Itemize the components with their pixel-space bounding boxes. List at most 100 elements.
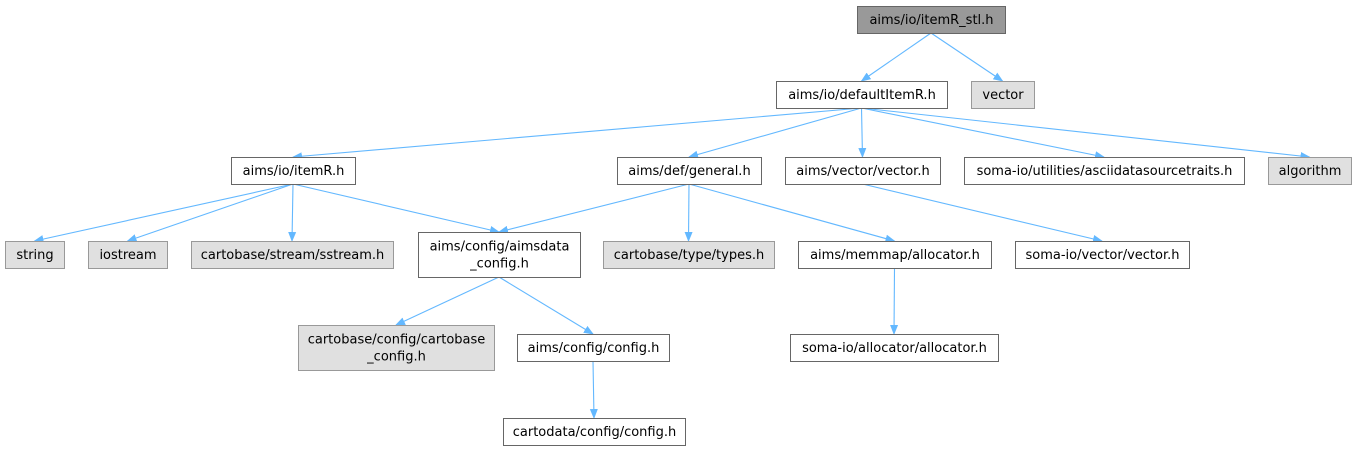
edge-itemR-to-string [33, 183, 294, 243]
edge-general-to-memmap_allocator [688, 183, 896, 243]
node-label: aims/vector/vector.h [796, 164, 929, 179]
node-aims_vector[interactable]: aims/vector/vector.h [785, 157, 941, 185]
node-box [964, 157, 1245, 185]
node-label: aims/config/aimsdata [430, 240, 570, 255]
edge-arrow [292, 107, 862, 161]
node-somaio_allocator[interactable]: soma-io/allocator/allocator.h [790, 334, 999, 362]
node-box [785, 157, 941, 185]
edge-itemR_stl-to-defaultItemR [860, 32, 932, 82]
edge-arrow [930, 32, 1004, 82]
node-label: _config.h [469, 257, 529, 272]
edge-defaultItemR-to-general [688, 107, 862, 159]
node-itemR_stl: aims/io/itemR_stl.h [857, 6, 1006, 34]
node-label: cartobase/config/cartobase [308, 333, 486, 348]
node-label: string [16, 248, 53, 263]
node-label: cartodata/config/config.h [513, 425, 676, 440]
edge-itemR_stl-to-vector_std [930, 32, 1004, 82]
node-label: aims/io/itemR_stl.h [869, 13, 993, 28]
node-string: string [5, 241, 65, 269]
node-label: soma-io/vector/vector.h [1025, 248, 1179, 263]
node-general[interactable]: aims/def/general.h [617, 157, 762, 185]
node-label: cartobase/type/types.h [614, 248, 764, 263]
edge-aims_vector-to-somaio_vector [862, 183, 1103, 243]
node-label: soma-io/allocator/allocator.h [802, 341, 987, 356]
node-somaio_vector[interactable]: soma-io/vector/vector.h [1015, 241, 1190, 269]
node-box [1268, 157, 1352, 185]
edge-arrow [860, 32, 932, 82]
edge-arrow [498, 276, 594, 335]
edge-arrow [890, 267, 899, 335]
node-cartobase_config: cartobase/config/cartobase _config.h [298, 325, 495, 371]
node-box [418, 232, 581, 278]
node-label: aims/io/itemR.h [243, 164, 345, 179]
node-label: vector [982, 88, 1024, 103]
edge-arrow [684, 183, 693, 242]
node-label: aims/config/config.h [528, 341, 660, 356]
node-box [617, 157, 762, 185]
node-label: _config.h [366, 350, 426, 365]
edges-layer [33, 32, 1311, 419]
edge-general-to-types [684, 183, 693, 242]
node-box [776, 81, 948, 109]
edge-memmap_allocator-to-somaio_allocator [890, 267, 899, 335]
node-aimsdata_config[interactable]: aims/config/aimsdata _config.h [418, 232, 581, 278]
node-box [517, 334, 670, 362]
edge-defaultItemR-to-algorithm [861, 107, 1311, 160]
node-box [231, 157, 356, 185]
edge-arrow [589, 360, 598, 419]
node-box [503, 418, 686, 446]
edge-arrow [862, 183, 1103, 243]
node-label: aims/memmap/allocator.h [810, 248, 980, 263]
node-box [5, 241, 65, 269]
node-sstream: cartobase/stream/sstream.h [191, 241, 394, 269]
node-box [971, 81, 1035, 109]
edge-itemR-to-sstream [288, 183, 297, 242]
edge-arrow [861, 107, 1311, 160]
node-label: soma-io/utilities/asciidatasourcetraits.… [977, 164, 1233, 179]
nodes-layer: aims/io/itemR_stl.h aims/io/defaultItemR.… [5, 6, 1352, 446]
edge-defaultItemR-to-aims_vector [858, 107, 867, 158]
node-aims_config[interactable]: aims/config/config.h [517, 334, 670, 362]
node-types: cartobase/type/types.h [603, 241, 775, 269]
node-box [857, 6, 1006, 34]
edge-itemR-to-iostream [126, 183, 294, 242]
node-vector_std: vector [971, 81, 1035, 109]
edge-arrow [288, 183, 297, 242]
node-iostream: iostream [88, 241, 168, 269]
edge-arrow [33, 183, 294, 243]
node-box [603, 241, 775, 269]
edge-arrow [688, 183, 896, 243]
node-label: algorithm [1279, 164, 1342, 179]
edge-arrow [395, 276, 500, 326]
node-label: aims/io/defaultItemR.h [788, 88, 936, 103]
node-asciitraits[interactable]: soma-io/utilities/asciidatasourcetraits.… [964, 157, 1245, 185]
node-label: cartobase/stream/sstream.h [201, 248, 385, 263]
node-algorithm: algorithm [1268, 157, 1352, 185]
node-box [790, 334, 999, 362]
edge-defaultItemR-to-asciitraits [861, 107, 1105, 160]
edge-aimsdata_config-to-cartobase_config [395, 276, 500, 326]
node-box [298, 325, 495, 371]
node-cartodata_config[interactable]: cartodata/config/config.h [503, 418, 686, 446]
edge-arrow [688, 107, 862, 159]
edge-arrow [498, 183, 690, 234]
edge-general-to-aimsdata_config [498, 183, 690, 234]
node-box [1015, 241, 1190, 269]
node-itemR[interactable]: aims/io/itemR.h [231, 157, 356, 185]
node-memmap_allocator[interactable]: aims/memmap/allocator.h [798, 241, 992, 269]
node-box [798, 241, 992, 269]
edge-arrow [126, 183, 294, 242]
node-box [88, 241, 168, 269]
edge-arrow [292, 183, 500, 234]
edge-aims_config-to-cartodata_config [589, 360, 598, 419]
edge-arrow [858, 107, 867, 158]
edge-arrow [861, 107, 1105, 160]
node-defaultItemR[interactable]: aims/io/defaultItemR.h [776, 81, 948, 109]
node-label: iostream [99, 248, 156, 263]
edge-defaultItemR-to-itemR [292, 107, 862, 161]
node-label: aims/def/general.h [628, 164, 750, 179]
edge-aimsdata_config-to-aims_config [498, 276, 594, 335]
edge-itemR-to-aimsdata_config [292, 183, 500, 234]
node-box [191, 241, 394, 269]
